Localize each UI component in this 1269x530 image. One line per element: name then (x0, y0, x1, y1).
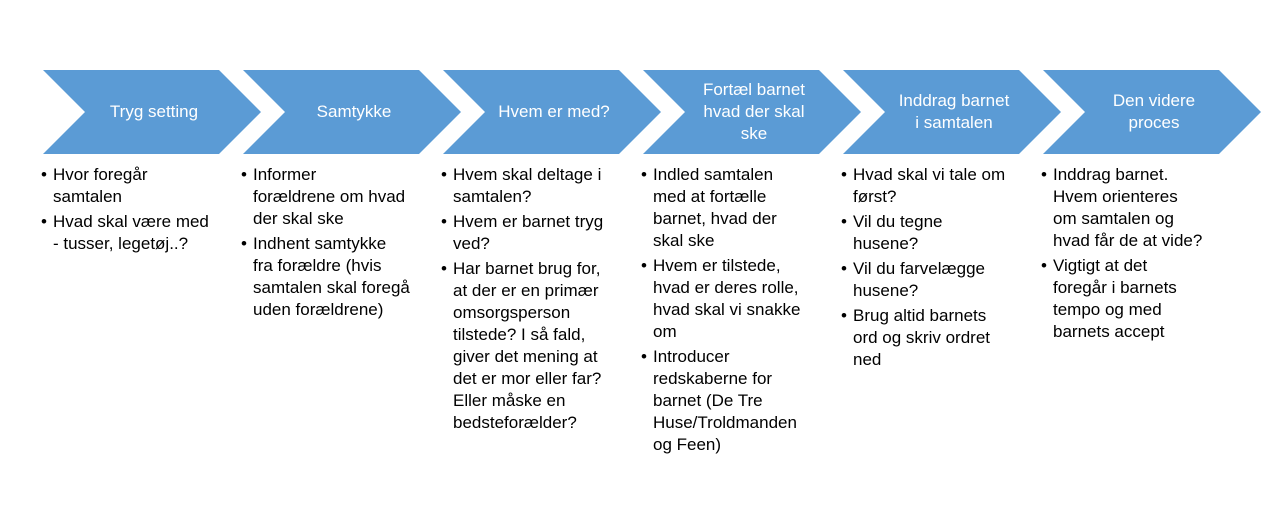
bullet-item: Indhent samtykke fra forældre (hvis samt… (241, 233, 429, 321)
bullet-item: Har barnet brug for, at der er en primær… (441, 258, 629, 434)
chevron-step-6 (1043, 70, 1261, 154)
chevron-step-5 (843, 70, 1061, 154)
step-bullet-list: Hvor foregår samtalenHvad skal være med … (41, 164, 229, 258)
chevron-step-2 (243, 70, 461, 154)
bullet-item: Hvem skal deltage i samtalen? (441, 164, 629, 208)
bullet-item: Hvad skal vi tale om først? (841, 164, 1029, 208)
bullet-item: Inddrag barnet. Hvem orienteres om samta… (1041, 164, 1229, 252)
step-bullet-list: Informer forældrene om hvad der skal ske… (241, 164, 429, 324)
step-bullet-list: Indled samtalen med at fortælle barnet, … (641, 164, 829, 459)
step-bullet-list: Hvem skal deltage i samtalen?Hvem er bar… (441, 164, 629, 437)
step-bullet-list: Hvad skal vi tale om først?Vil du tegne … (841, 164, 1029, 374)
bullet-item: Introducer redskaberne for barnet (De Tr… (641, 346, 829, 456)
step-title: Fortæl barnet hvad der skal ske (702, 80, 806, 143)
step-bullet-list: Inddrag barnet. Hvem orienteres om samta… (1041, 164, 1229, 346)
step-title: Inddrag barnet i samtalen (898, 91, 1010, 132)
chevron-step-3 (443, 70, 661, 154)
chevron-step-1 (43, 70, 261, 154)
bullet-item: Hvor foregår samtalen (41, 164, 229, 208)
bullet-item: Indled samtalen med at fortælle barnet, … (641, 164, 829, 252)
bullet-item: Vil du tegne husene? (841, 211, 1029, 255)
bullet-item: Hvad skal være med - tusser, legetøj..? (41, 211, 229, 255)
step-title: Tryg setting (109, 102, 199, 121)
bullet-item: Brug altid barnets ord og skriv ordret n… (841, 305, 1029, 371)
bullet-item: Vil du farvelægge husene? (841, 258, 1029, 302)
bullet-item: Informer forældrene om hvad der skal ske (241, 164, 429, 230)
bullet-item: Hvem er barnet tryg ved? (441, 211, 629, 255)
step-title: Hvem er med? (498, 102, 610, 121)
bullet-item: Vigtigt at det foregår i barnets tempo o… (1041, 255, 1229, 343)
step-title: Samtykke (316, 102, 392, 121)
step-title: Den videre proces (1112, 91, 1196, 132)
bullet-item: Hvem er tilstede, hvad er deres rolle, h… (641, 255, 829, 343)
chevron-step-4 (643, 70, 861, 154)
